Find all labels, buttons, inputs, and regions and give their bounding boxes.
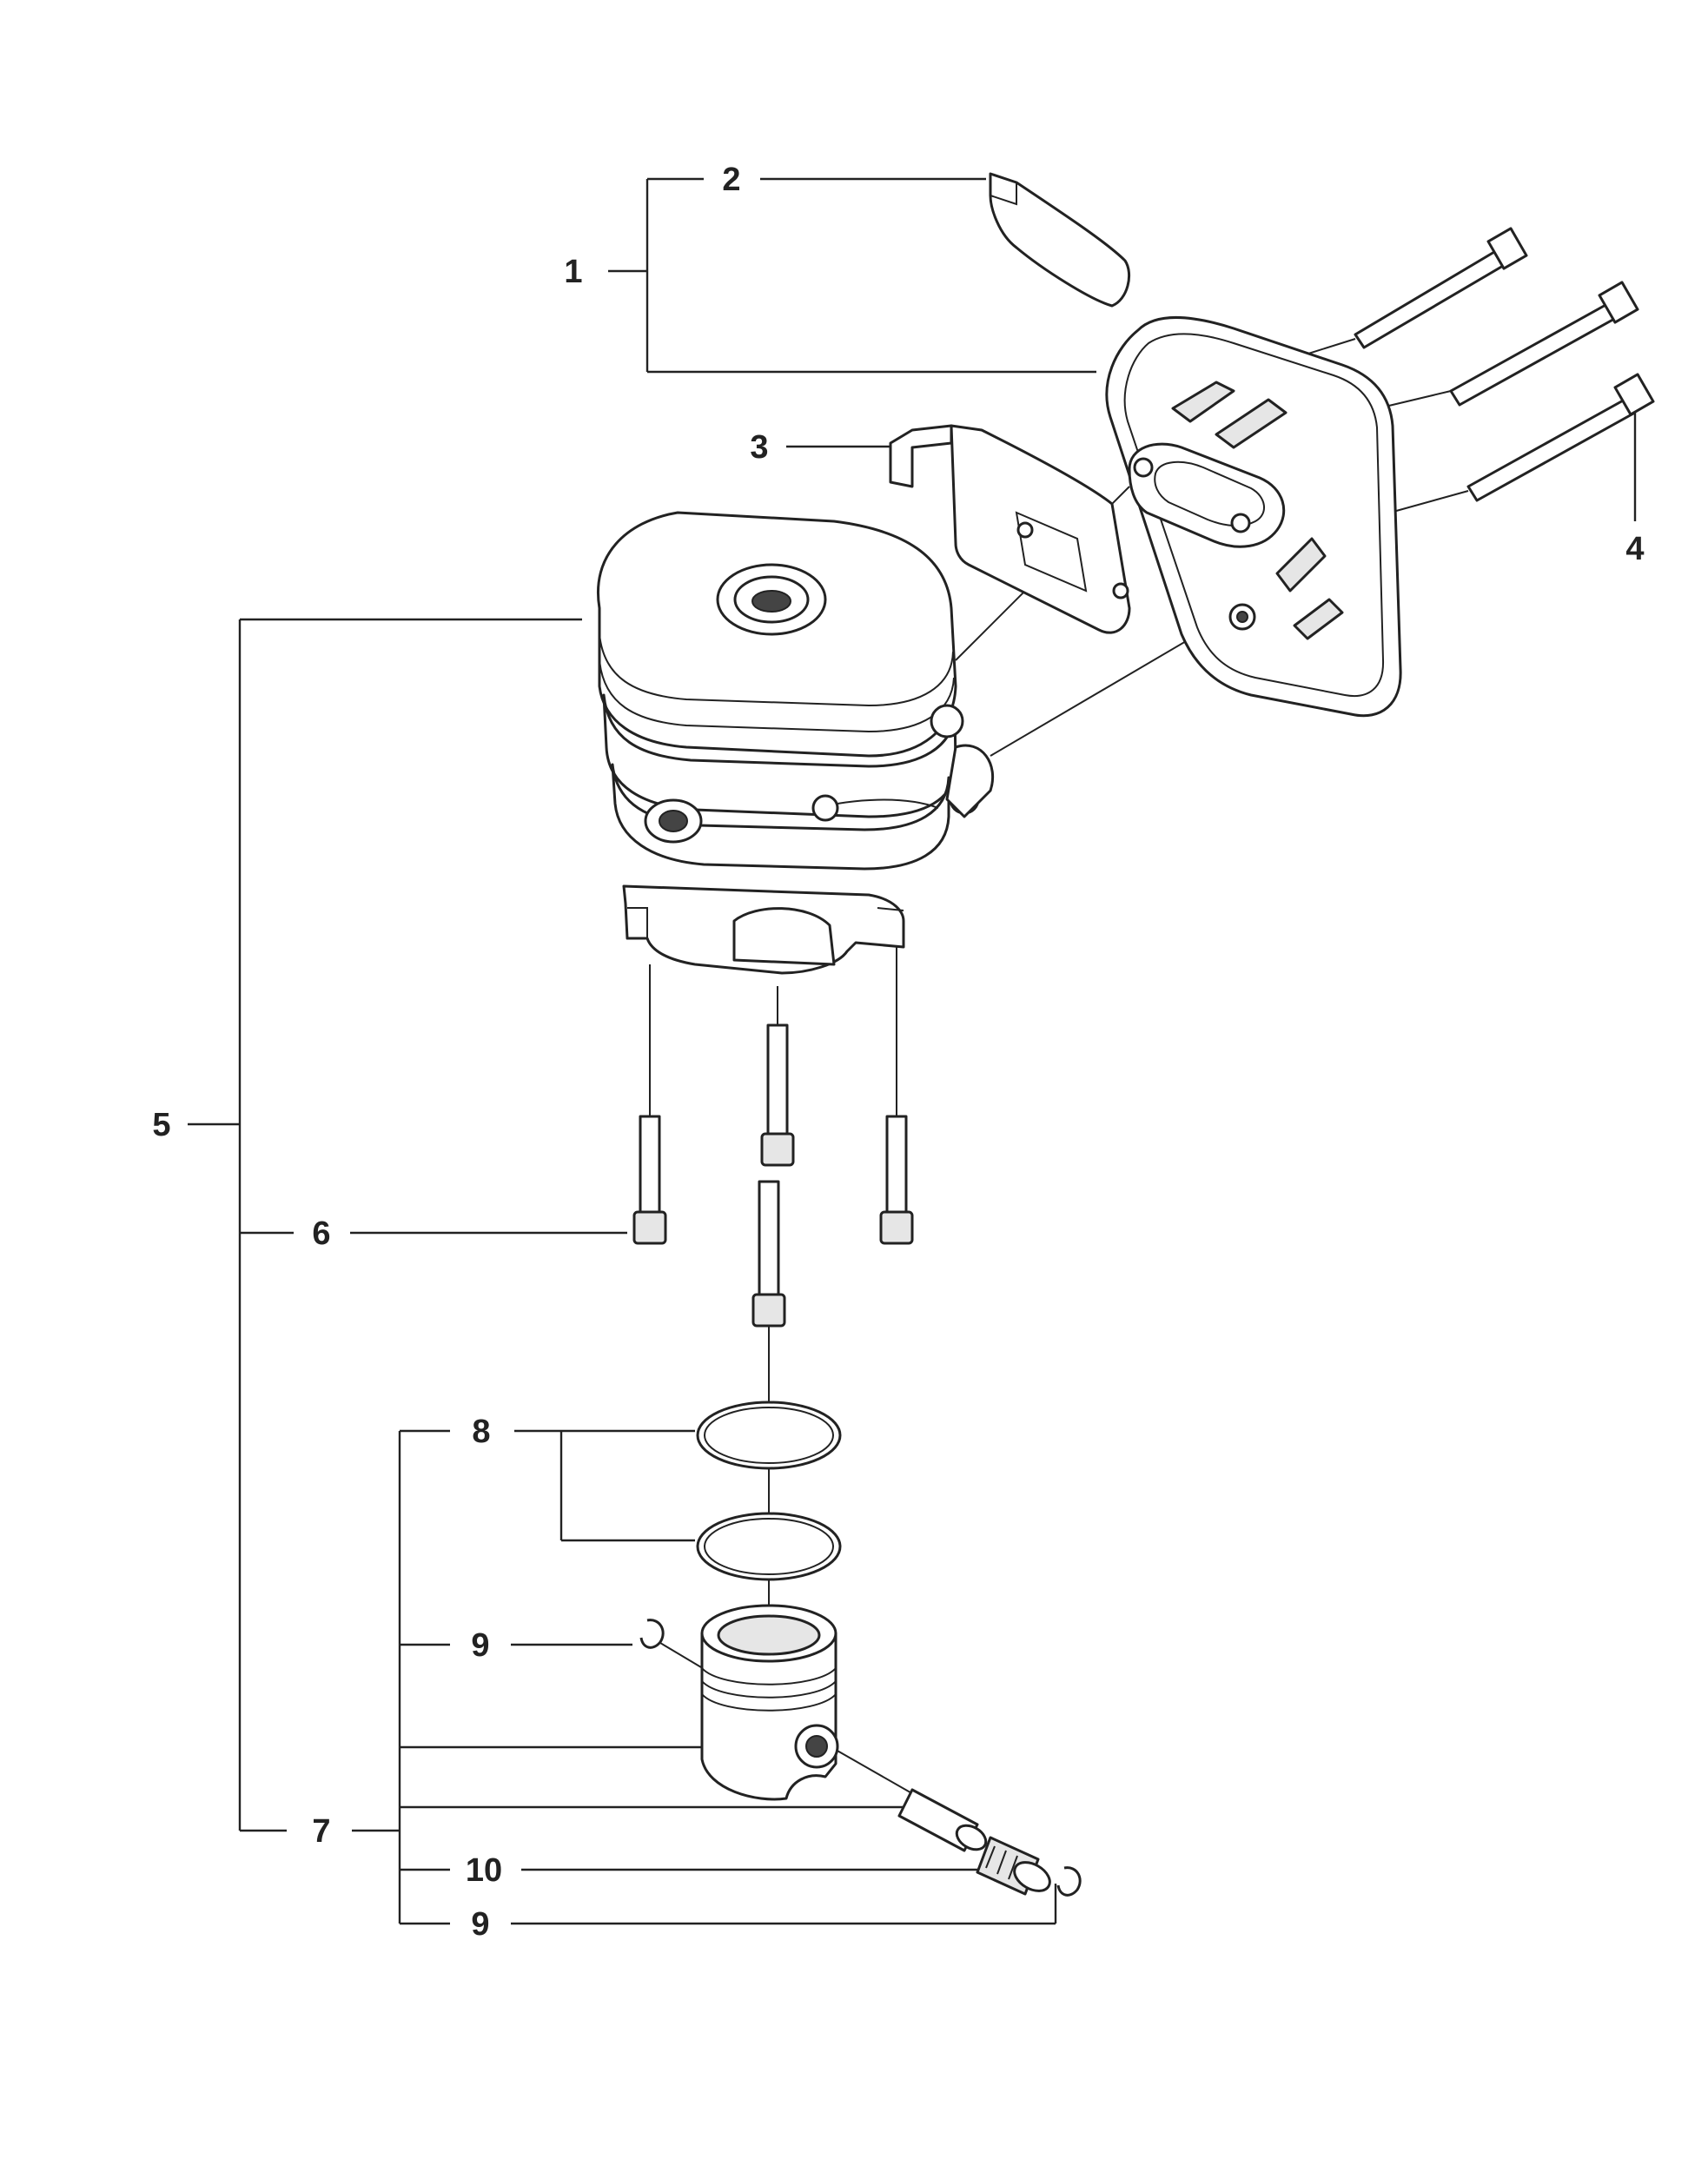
callout-9-top: 9	[471, 1627, 489, 1664]
cylinder	[597, 511, 995, 975]
leader-lines	[188, 177, 1637, 1925]
cylinder-screw	[632, 1023, 914, 1328]
heat-shield-plate	[989, 172, 1131, 308]
piston	[700, 1604, 839, 1801]
callout-labels: 1 2 3 4 5 6 7 8 9 10 9	[152, 162, 1644, 1943]
callout-7: 7	[312, 1813, 330, 1850]
callout-9-bottom: 9	[471, 1906, 489, 1943]
piston-pin	[897, 1788, 988, 1852]
callout-6: 6	[312, 1215, 330, 1252]
callout-3: 3	[750, 429, 768, 466]
muffler	[1105, 316, 1402, 718]
piston-ring	[696, 1401, 842, 1581]
circlip	[639, 1619, 1082, 1897]
muffler-bolt	[1354, 227, 1655, 502]
needle-bearing	[976, 1836, 1051, 1896]
callout-10: 10	[466, 1852, 502, 1889]
callout-2: 2	[722, 162, 740, 198]
callout-5: 5	[152, 1107, 170, 1143]
callout-1: 1	[564, 254, 582, 290]
callout-4: 4	[1625, 531, 1644, 567]
exhaust-gasket	[889, 424, 1131, 634]
callout-8: 8	[472, 1414, 490, 1450]
